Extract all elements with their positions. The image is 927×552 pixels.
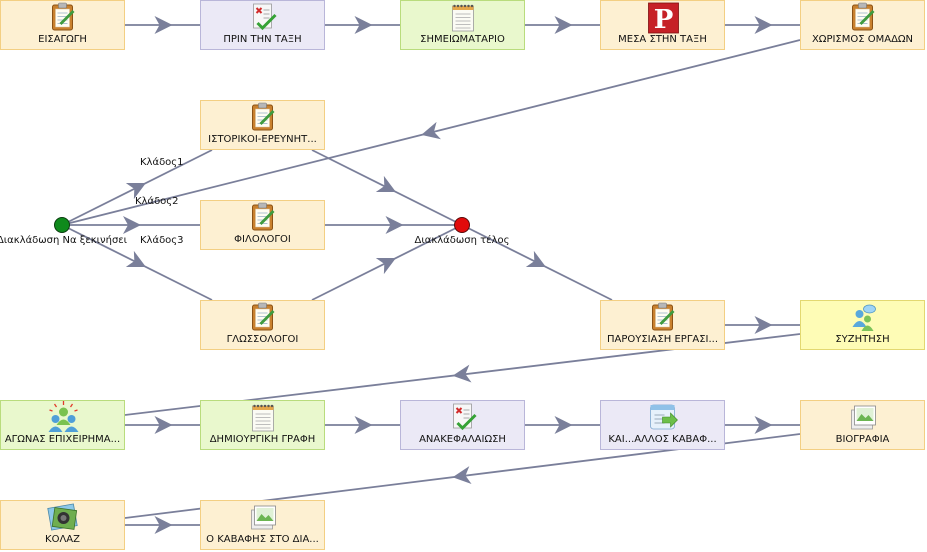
activity-node[interactable]: ΚΟΛΑΖ bbox=[0, 500, 125, 550]
node-label: Ο ΚΑΒΑΦΗΣ ΣΤΟ ΔΙΑ... bbox=[206, 534, 319, 545]
node-label: ΦΙΛΟΛΟΓΟΙ bbox=[234, 234, 291, 245]
notepad-icon bbox=[252, 102, 275, 131]
node-label: ΒΙΟΓΡΑΦΙΑ bbox=[836, 434, 890, 445]
arrow-icon bbox=[354, 16, 373, 34]
arrow-icon bbox=[375, 175, 396, 192]
activity-node[interactable]: ΑΝΑΚΕΦΑΛΑΙΩΣΗ bbox=[400, 400, 525, 450]
share-icon bbox=[650, 404, 678, 430]
group-icon bbox=[48, 401, 79, 432]
collage-icon bbox=[47, 503, 78, 531]
node-label: ΚΟΛΑΖ bbox=[45, 534, 80, 545]
notebook-icon bbox=[452, 4, 474, 32]
activity-node[interactable]: ΠΑΡΟΥΣΙΑΣΗ ΕΡΓΑΣΙ... bbox=[600, 300, 725, 350]
branch-end-point[interactable] bbox=[454, 217, 470, 233]
arrow-icon bbox=[154, 516, 173, 534]
node-label: ΑΝΑΚΕΦΑΛΑΙΩΣΗ bbox=[419, 434, 506, 445]
activity-node[interactable]: ΑΓΩΝΑΣ ΕΠΙΧΕΙΡΗΜΑ... bbox=[0, 400, 125, 450]
svg-text:P: P bbox=[654, 5, 674, 35]
node-label: ΚΑΙ...ΑΛΛΟΣ ΚΑΒΑΦ... bbox=[608, 434, 716, 445]
notepad-icon bbox=[252, 202, 275, 231]
activity-node[interactable]: ΣΗΜΕΙΩΜΑΤΑΡΙΟ bbox=[400, 0, 525, 50]
arrow-icon bbox=[554, 16, 573, 34]
node-label: ΑΓΩΝΑΣ ΕΠΙΧΕΙΡΗΜΑ... bbox=[5, 434, 120, 445]
arrow-icon bbox=[754, 16, 773, 34]
activity-node[interactable]: ΙΣΤΟΡΙΚΟΙ-ΕΡΕΥΝΗΤ... bbox=[200, 100, 325, 150]
arrow-icon bbox=[154, 416, 173, 434]
activity-node[interactable]: ΠΡΙΝ ΤΗΝ ΤΑΞΗ bbox=[200, 0, 325, 50]
arrow-icon bbox=[754, 316, 773, 334]
arrow-icon bbox=[421, 121, 441, 140]
arrow-icon bbox=[154, 16, 173, 34]
arrow-icon bbox=[385, 216, 404, 234]
arrow-icon bbox=[123, 216, 141, 234]
image-icon bbox=[851, 405, 876, 430]
branch-label-2: Κλάδος2 bbox=[135, 195, 179, 207]
arrow-icon bbox=[754, 416, 773, 434]
branch-label-3: Κλάδος3 bbox=[140, 234, 184, 246]
presentation-p-icon: P bbox=[648, 2, 679, 35]
activity-node[interactable]: ΧΩΡΙΣΜΟΣ ΟΜΑΔΩΝ bbox=[800, 0, 925, 50]
activity-node[interactable]: ΣΥΖΗΤΗΣΗ bbox=[800, 300, 925, 350]
notepad-icon bbox=[52, 2, 75, 31]
connector-layer bbox=[61, 16, 801, 534]
arrow-icon bbox=[452, 364, 472, 383]
node-label: ΠΡΙΝ ΤΗΝ ΤΑΞΗ bbox=[223, 34, 301, 45]
quiz-icon bbox=[453, 403, 477, 431]
arrow-icon bbox=[554, 416, 573, 434]
quiz-icon bbox=[253, 3, 277, 31]
node-label: ΙΣΤΟΡΙΚΟΙ-ΕΡΕΥΝΗΤ... bbox=[208, 134, 317, 145]
activity-node[interactable]: Ο ΚΑΒΑΦΗΣ ΣΤΟ ΔΙΑ... bbox=[200, 500, 325, 550]
node-label: ΜΕΣΑ ΣΤΗΝ ΤΑΞΗ bbox=[618, 34, 707, 45]
activity-node[interactable]: ΓΛΩΣΣΟΛΟΓΟΙ bbox=[200, 300, 325, 350]
branch-label-1: Κλάδος1 bbox=[140, 156, 184, 168]
branch-layer: Διακλάδωση Να ξεκινήσει Διακλάδωση τέλος… bbox=[0, 156, 509, 246]
branch-start-label: Διακλάδωση Να ξεκινήσει bbox=[0, 234, 128, 246]
node-label: ΠΑΡΟΥΣΙΑΣΗ ΕΡΓΑΣΙ... bbox=[607, 334, 718, 345]
branch-end-label: Διακλάδωση τέλος bbox=[415, 234, 510, 246]
activity-node[interactable]: ΦΙΛΟΛΟΓΟΙ bbox=[200, 200, 325, 250]
discussion-icon bbox=[852, 304, 876, 331]
notebook-icon bbox=[252, 404, 274, 432]
arrow-icon bbox=[525, 250, 546, 267]
arrow-icon bbox=[125, 250, 146, 267]
notepad-icon bbox=[852, 2, 875, 31]
arrow-icon bbox=[375, 258, 396, 275]
notepad-icon bbox=[252, 302, 275, 331]
node-label: ΧΩΡΙΣΜΟΣ ΟΜΑΔΩΝ bbox=[812, 34, 913, 45]
activity-node[interactable]: ΚΑΙ...ΑΛΛΟΣ ΚΑΒΑΦ... bbox=[600, 400, 725, 450]
node-label: ΣΗΜΕΙΩΜΑΤΑΡΙΟ bbox=[420, 34, 505, 45]
node-label: ΕΙΣΑΓΩΓΗ bbox=[38, 34, 87, 45]
node-label: ΔΗΜΙΟΥΡΓΙΚΗ ΓΡΑΦΗ bbox=[210, 434, 316, 445]
node-label: ΓΛΩΣΣΟΛΟΓΟΙ bbox=[227, 334, 299, 345]
image-icon bbox=[251, 505, 276, 530]
activity-node[interactable]: ΒΙΟΓΡΑΦΙΑ bbox=[800, 400, 925, 450]
arrow-icon bbox=[354, 416, 373, 434]
node-label: ΣΥΖΗΤΗΣΗ bbox=[835, 334, 889, 345]
activity-node[interactable]: ΕΙΣΑΓΩΓΗ bbox=[0, 0, 125, 50]
arrow-icon bbox=[452, 466, 472, 484]
branch-start-point[interactable] bbox=[54, 217, 70, 233]
notepad-icon bbox=[652, 302, 675, 331]
activity-node[interactable]: ΔΗΜΙΟΥΡΓΙΚΗ ΓΡΑΦΗ bbox=[200, 400, 325, 450]
arrow-icon bbox=[125, 183, 146, 200]
